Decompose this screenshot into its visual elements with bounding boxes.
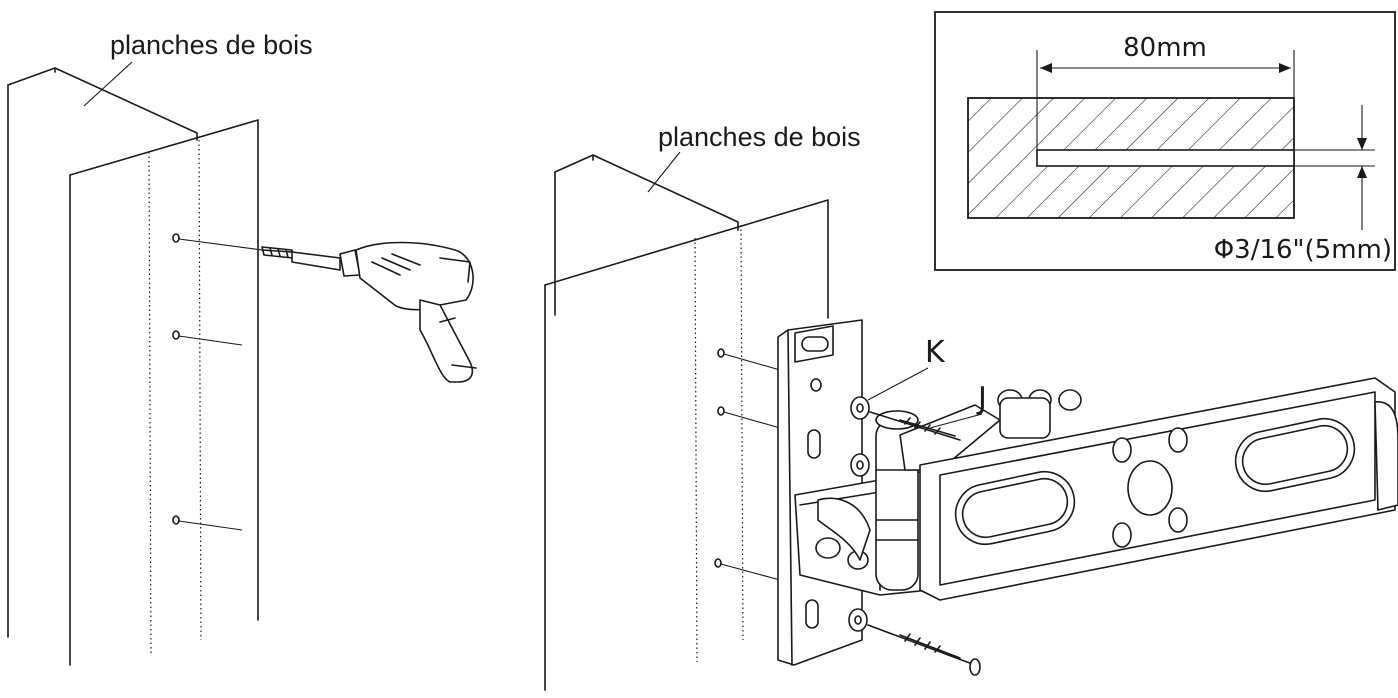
part-j-text: J xyxy=(976,381,987,416)
right-wood-stud xyxy=(544,154,829,691)
wood-screw-icon xyxy=(867,411,981,676)
tv-bracket-plate-icon xyxy=(919,377,1398,601)
part-k-text: K xyxy=(925,335,946,370)
left-wood-label: planches de bois xyxy=(83,30,313,107)
left-wood-stud xyxy=(7,67,263,666)
part-k-label: K xyxy=(867,335,946,401)
left-wood-text: planches de bois xyxy=(110,30,313,60)
right-wood-text: planches de bois xyxy=(658,122,861,152)
drill-icon xyxy=(261,241,477,383)
washer-icon xyxy=(848,396,870,632)
depth-dimension-text: 80mm xyxy=(1123,33,1207,63)
detail-inset: 80mm Φ3/16"(5mm) xyxy=(934,11,1396,271)
right-wood-label: planches de bois xyxy=(647,122,861,193)
part-j-label: J xyxy=(929,381,987,429)
hole-diameter-text: Φ3/16"(5mm) xyxy=(1214,235,1392,265)
swivel-arm-icon xyxy=(794,389,1082,596)
